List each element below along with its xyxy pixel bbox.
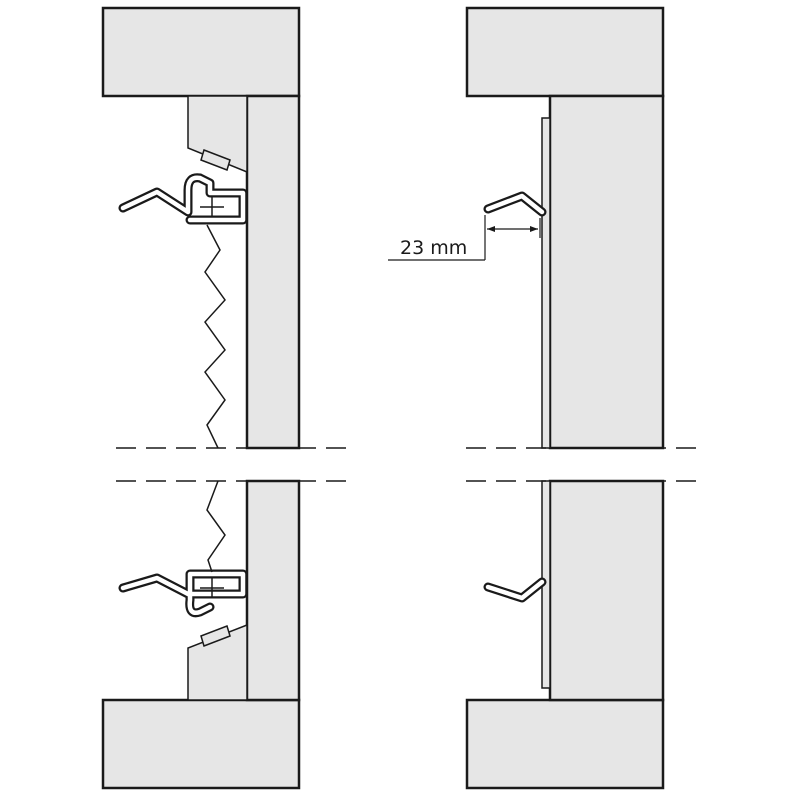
right-glass-strip-upper xyxy=(541,117,551,449)
right-frame-bottom xyxy=(465,698,665,790)
left-upper-gasket xyxy=(118,173,248,225)
left-frame-top xyxy=(101,6,301,98)
left-upper-clip-tab xyxy=(200,149,231,171)
right-door-panel-upper xyxy=(548,94,665,450)
right-view: 23 mm xyxy=(388,6,665,790)
left-bellows-upper xyxy=(204,224,226,449)
dimension-label: 23 mm xyxy=(400,237,467,259)
left-door-panel-upper xyxy=(245,94,301,450)
left-lower-clip-tab xyxy=(200,625,231,647)
break-lines xyxy=(116,447,705,482)
right-lower-gasket xyxy=(483,577,547,603)
left-view xyxy=(101,6,301,790)
left-frame-bottom xyxy=(101,698,301,790)
dimension-23mm: 23 mm xyxy=(388,215,541,261)
left-lower-gasket xyxy=(118,569,248,618)
right-upper-gasket xyxy=(483,191,547,217)
right-frame-top xyxy=(465,6,665,98)
right-door-panel-lower xyxy=(548,479,665,702)
left-bellows-lower xyxy=(206,480,226,573)
left-door-panel-lower xyxy=(245,479,301,702)
